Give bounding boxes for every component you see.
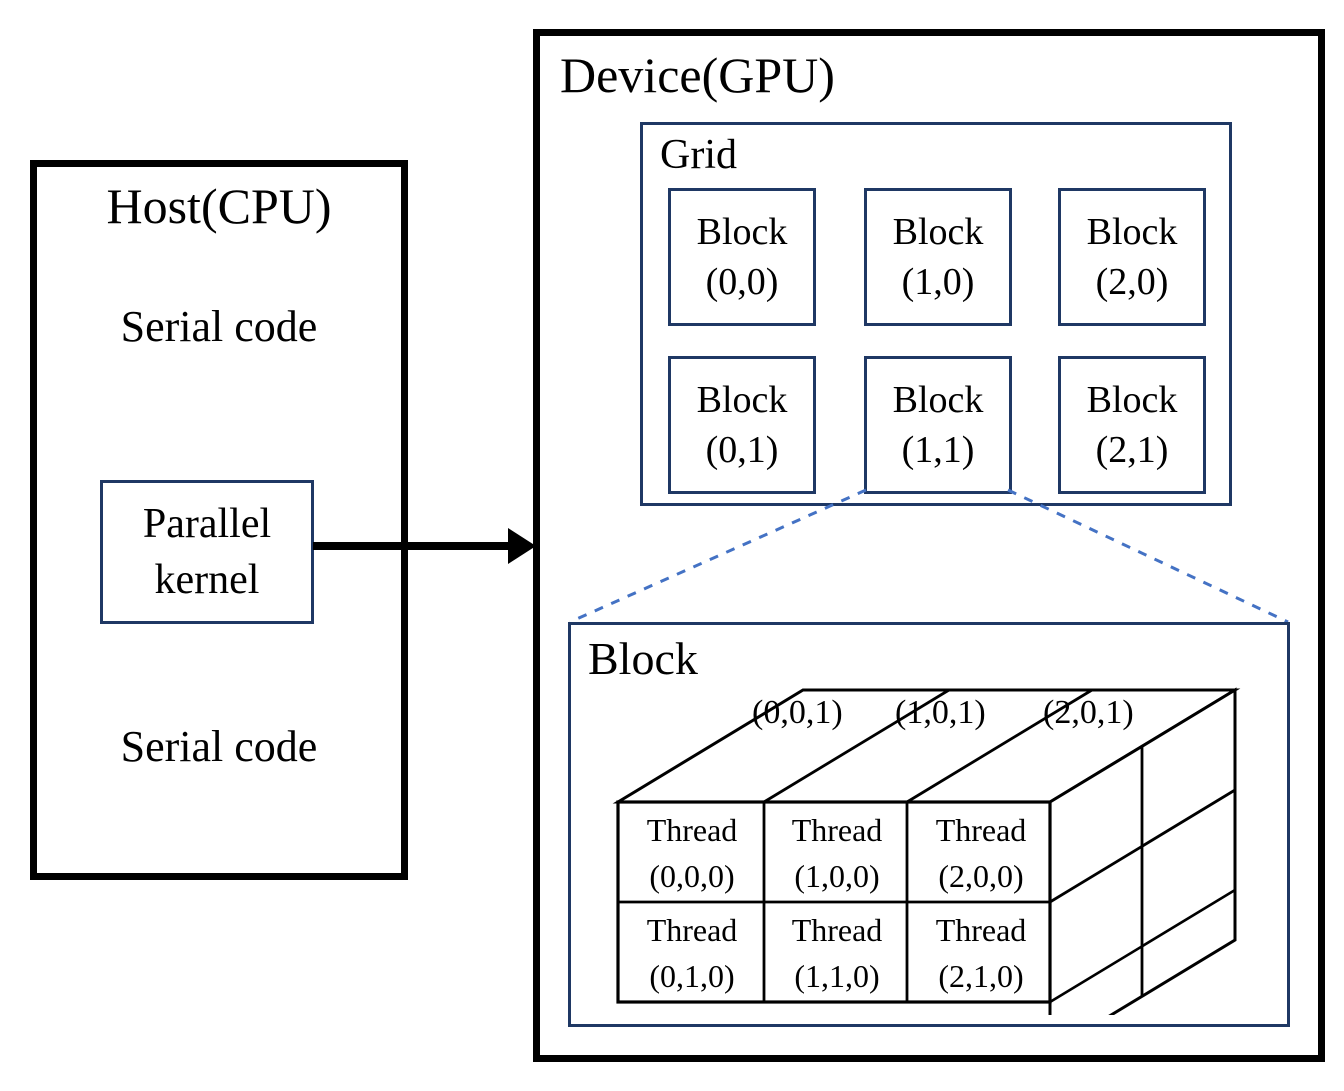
grid-block-1-0[interactable]: Block (1,0) xyxy=(864,188,1012,326)
cube-top-divider-2 xyxy=(906,688,1093,804)
parallel-kernel-label-line1: Parallel xyxy=(142,501,272,547)
thread-label-0-0-0-index: (0,0,0) xyxy=(649,858,735,894)
block-index: (1,0) xyxy=(901,261,975,303)
cube-top-divider-1 xyxy=(763,688,950,804)
thread-cube-diagram xyxy=(612,687,1241,1015)
grid-block-2-1[interactable]: Block (2,1) xyxy=(1058,356,1206,494)
thread-label-2-1-0-name: Thread xyxy=(935,912,1027,948)
thread-label-2-1-0-index: (2,1,0) xyxy=(938,958,1024,994)
parallel-kernel-label-line2: kernel xyxy=(154,557,260,603)
block-index: (1,1) xyxy=(901,429,975,471)
block-index: (2,1) xyxy=(1095,429,1169,471)
kernel-launch-arrow-head-icon xyxy=(508,528,536,564)
thread-label-0-1-0-index: (0,1,0) xyxy=(649,958,735,994)
thread-label-2-0-0-index: (2,0,0) xyxy=(938,858,1024,894)
block-label: Block xyxy=(696,379,788,421)
thread-label-0-0-0-name: Thread xyxy=(646,812,738,848)
thread-label-0-1-0-name: Thread xyxy=(646,912,738,948)
kernel-launch-arrow-shaft xyxy=(313,542,521,550)
thread-label-1-0-0-name: Thread xyxy=(791,812,883,848)
grid-block-1-1[interactable]: Block (1,1) xyxy=(864,356,1012,494)
block-index: (2,0) xyxy=(1095,261,1169,303)
device-gpu-title: Device(GPU) xyxy=(560,47,835,103)
thread-top-label-0-0-1: (0,0,1) xyxy=(752,694,843,731)
grid-block-0-0[interactable]: Block (0,0) xyxy=(668,188,816,326)
host-cpu-title: Host(CPU) xyxy=(106,178,332,234)
grid-block-2-0[interactable]: Block (2,0) xyxy=(1058,188,1206,326)
block-label: Block xyxy=(892,379,984,421)
thread-label-1-0-0-index: (1,0,0) xyxy=(794,858,880,894)
cube-bottom-depth-edge xyxy=(1049,888,1236,1004)
thread-label-1-1-0-name: Thread xyxy=(791,912,883,948)
block-label: Block xyxy=(696,211,788,253)
thread-top-label-2-0-1: (2,0,1) xyxy=(1043,694,1134,731)
thread-label-1-1-0-index: (1,1,0) xyxy=(794,958,880,994)
block-index: (0,0) xyxy=(705,261,779,303)
grid-block-0-1[interactable]: Block (0,1) xyxy=(668,356,816,494)
host-serial-code-top: Serial code xyxy=(120,302,318,351)
block-label: Block xyxy=(892,211,984,253)
grid-title: Grid xyxy=(660,132,737,178)
block-label: Block xyxy=(1086,211,1178,253)
host-serial-code-bottom: Serial code xyxy=(120,722,318,771)
thread-label-2-0-0-name: Thread xyxy=(935,812,1027,848)
parallel-kernel-box[interactable]: Parallel kernel xyxy=(100,480,314,624)
block-label: Block xyxy=(1086,379,1178,421)
grid-block-container: Block (0,0) Block (1,0) Block (2,0) Bloc… xyxy=(668,188,1208,494)
thread-top-label-1-0-1: (1,0,1) xyxy=(895,694,986,731)
block-detail-title: Block xyxy=(588,633,698,684)
block-index: (0,1) xyxy=(705,429,779,471)
